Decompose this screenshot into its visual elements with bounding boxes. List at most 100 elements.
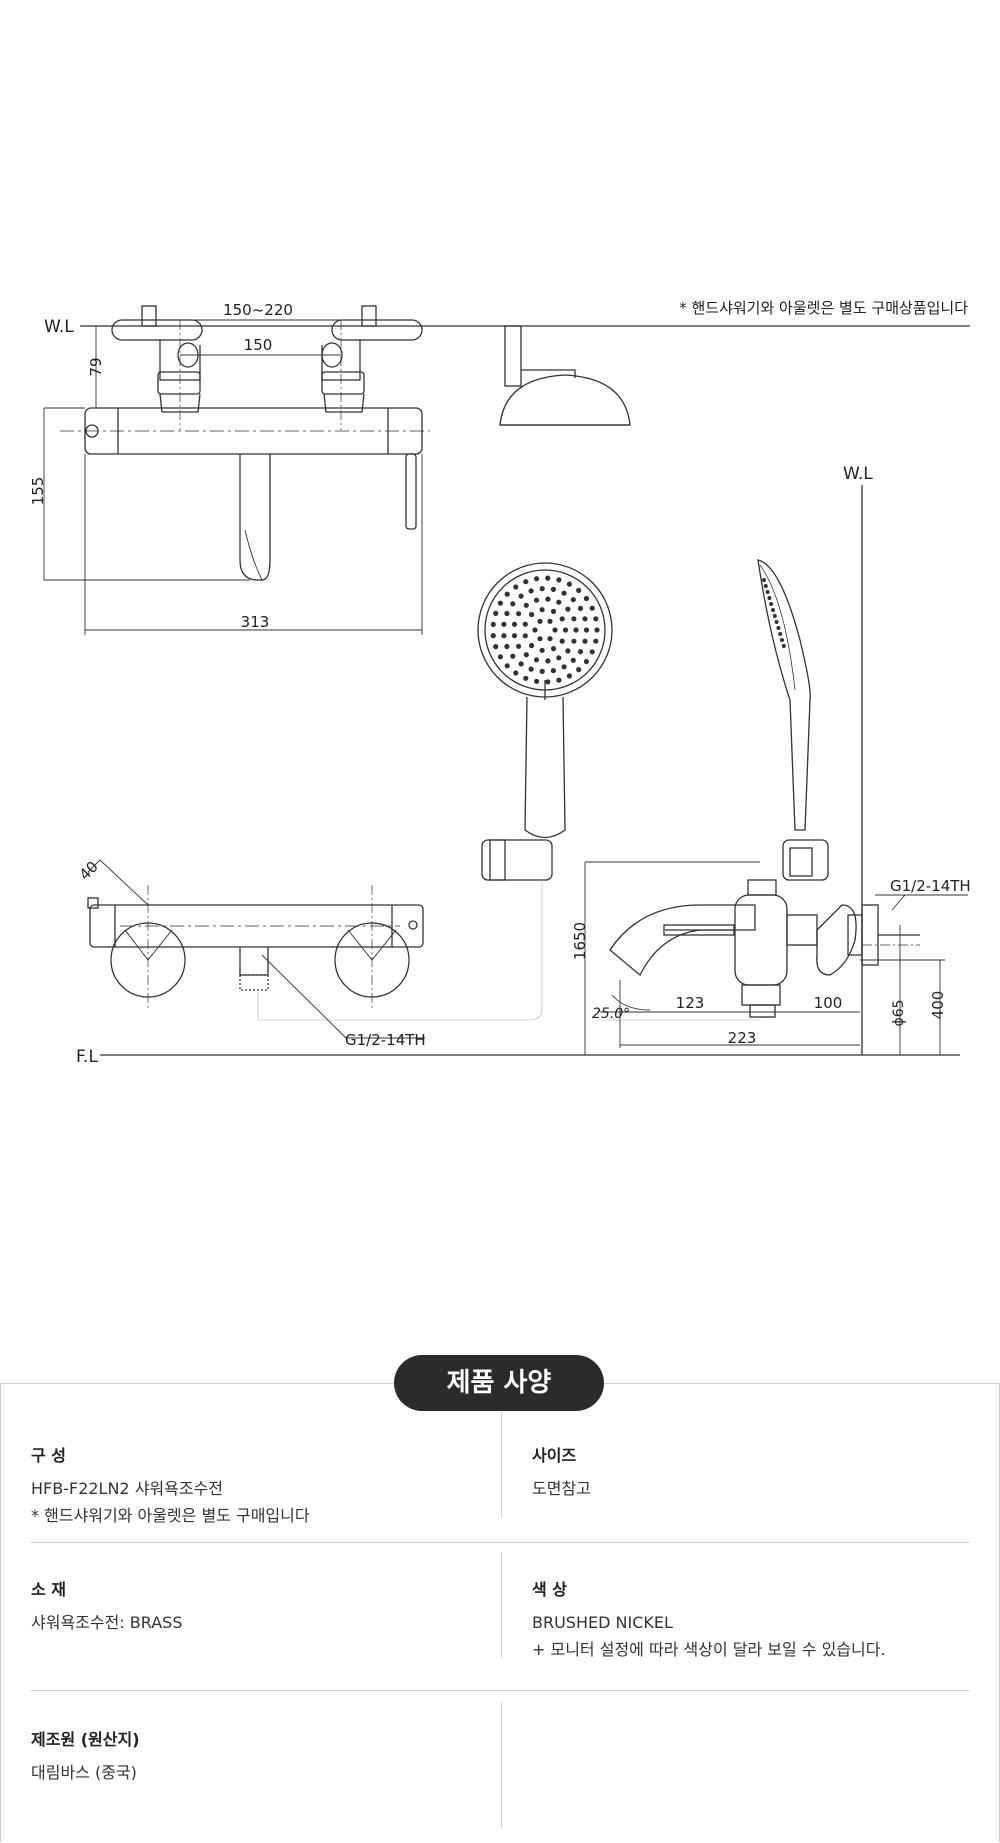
spray-hole: [570, 597, 576, 603]
spray-hole: [501, 621, 507, 627]
top-view-faucet: [87, 885, 424, 1010]
spray-hole: [571, 616, 577, 622]
spray-hole: [583, 658, 590, 665]
spec-size: 사이즈 도면참고: [532, 1442, 591, 1502]
spray-hole: [539, 668, 545, 675]
spray-hole: [522, 621, 528, 627]
dim-150-220: 150~220: [223, 301, 293, 319]
divider-vertical-1: [501, 1412, 502, 1518]
dim-1650: 1650: [571, 922, 589, 960]
spray-hole: [565, 606, 571, 612]
spray-hole: [594, 627, 600, 633]
spray-nub: [774, 620, 779, 624]
spray-hole: [550, 668, 557, 674]
dim-79: 79: [87, 357, 105, 376]
spray-hole: [545, 575, 551, 581]
spray-hole: [545, 658, 551, 664]
spray-hole: [511, 633, 518, 639]
spray-hole: [497, 600, 503, 606]
spray-hole: [513, 670, 519, 676]
spray-hole: [589, 649, 595, 655]
spec-material: 소 재 샤워욕조수전: BRASS: [31, 1576, 183, 1636]
spray-nub: [771, 608, 775, 612]
spray-hole: [533, 597, 540, 603]
spray-nub: [767, 596, 772, 600]
spray-hole: [533, 657, 540, 663]
spray-hole: [534, 576, 540, 582]
composition-label: 구 성: [31, 1446, 67, 1465]
spec-title: 제품 사양: [394, 1355, 604, 1411]
origin-label: 제조원 (원산지): [31, 1730, 140, 1749]
spray-nub: [769, 602, 774, 606]
spray-hole: [518, 661, 524, 667]
technical-drawing: * 핸드샤워기와 아울렛은 별도 구매상품입니다 W.L W.L F.L 150…: [29, 299, 971, 1067]
spray-hole: [593, 638, 599, 644]
spray-hole: [577, 605, 584, 612]
spray-hole: [561, 664, 567, 670]
spray-hole: [537, 618, 543, 624]
spec-table: 구 성 HFB-F22LN2 샤워욕조수전 * 핸드샤워기와 아울렛은 별도 구…: [0, 1383, 1000, 1842]
spray-nub: [781, 644, 786, 648]
spray-hole: [573, 627, 579, 633]
g12-label-right: G1/2-14TH: [890, 877, 971, 895]
spray-hole: [576, 587, 582, 594]
wl-label-right: W.L: [843, 464, 873, 484]
origin-line1: 대림바스 (중국): [31, 1763, 137, 1782]
divider-vertical-3: [501, 1702, 502, 1828]
spray-hole: [539, 647, 545, 653]
g12-label-bottom: G1/2-14TH: [345, 1031, 426, 1049]
fl-label: F.L: [76, 1047, 98, 1067]
spray-hole: [516, 611, 522, 617]
spray-hole: [547, 636, 553, 642]
spray-hole: [566, 581, 573, 587]
dimension-lines-side: [87, 859, 968, 1055]
material-line1: 샤워욕조수전: BRASS: [31, 1613, 183, 1632]
dim-100: 100: [814, 994, 843, 1012]
spray-hole: [583, 627, 590, 633]
divider-row-1: [30, 1542, 970, 1543]
spray-hole: [552, 627, 558, 633]
spray-hole: [556, 677, 562, 683]
dim-400: 400: [929, 991, 947, 1020]
size-line1: 도면참고: [532, 1479, 591, 1498]
dim-150: 150: [244, 336, 273, 354]
spray-hole: [537, 636, 543, 642]
spray-hole: [516, 643, 522, 649]
color-label: 색 상: [532, 1580, 568, 1599]
spray-hole: [561, 590, 567, 596]
spray-hole: [582, 638, 588, 644]
spray-hole: [583, 595, 590, 602]
spray-hole: [518, 593, 524, 599]
hand-shower-side: [757, 559, 829, 881]
spray-hole: [545, 596, 551, 602]
spray-nub: [780, 638, 784, 642]
divider-row-2: [30, 1690, 970, 1691]
color-line1: BRUSHED NICKEL: [532, 1613, 673, 1632]
spray-hole: [539, 586, 545, 592]
dim-65: ϕ65: [891, 999, 907, 1026]
spray-nub: [772, 614, 777, 618]
hand-shower-front: [477, 562, 613, 881]
spray-hole: [523, 579, 529, 585]
dim-123: 123: [676, 994, 705, 1012]
hand-shower-holes: [490, 575, 786, 685]
material-label: 소 재: [31, 1580, 67, 1599]
size-label: 사이즈: [532, 1446, 577, 1465]
spray-hole: [528, 666, 534, 672]
spray-hole: [504, 591, 510, 597]
spray-hole: [493, 644, 499, 650]
spray-nub: [778, 632, 783, 636]
spray-hole: [571, 638, 577, 644]
spray-nub: [765, 590, 770, 594]
spray-hole: [523, 675, 529, 681]
spray-hole: [550, 608, 557, 615]
spray-hole: [511, 621, 518, 627]
spray-hole: [556, 599, 562, 605]
side-view-faucet: [609, 879, 920, 1018]
color-line2: + 모니터 설정에 따라 색상이 달라 보일 수 있습니다.: [532, 1640, 886, 1659]
composition-line2: * 핸드샤워기와 아울렛은 별도 구매입니다: [31, 1506, 310, 1525]
spec-color: 색 상 BRUSHED NICKEL + 모니터 설정에 따라 색상이 달라 보…: [532, 1576, 886, 1663]
spray-hole: [493, 610, 499, 617]
dim-223: 223: [728, 1029, 757, 1047]
spray-hole: [504, 643, 510, 650]
